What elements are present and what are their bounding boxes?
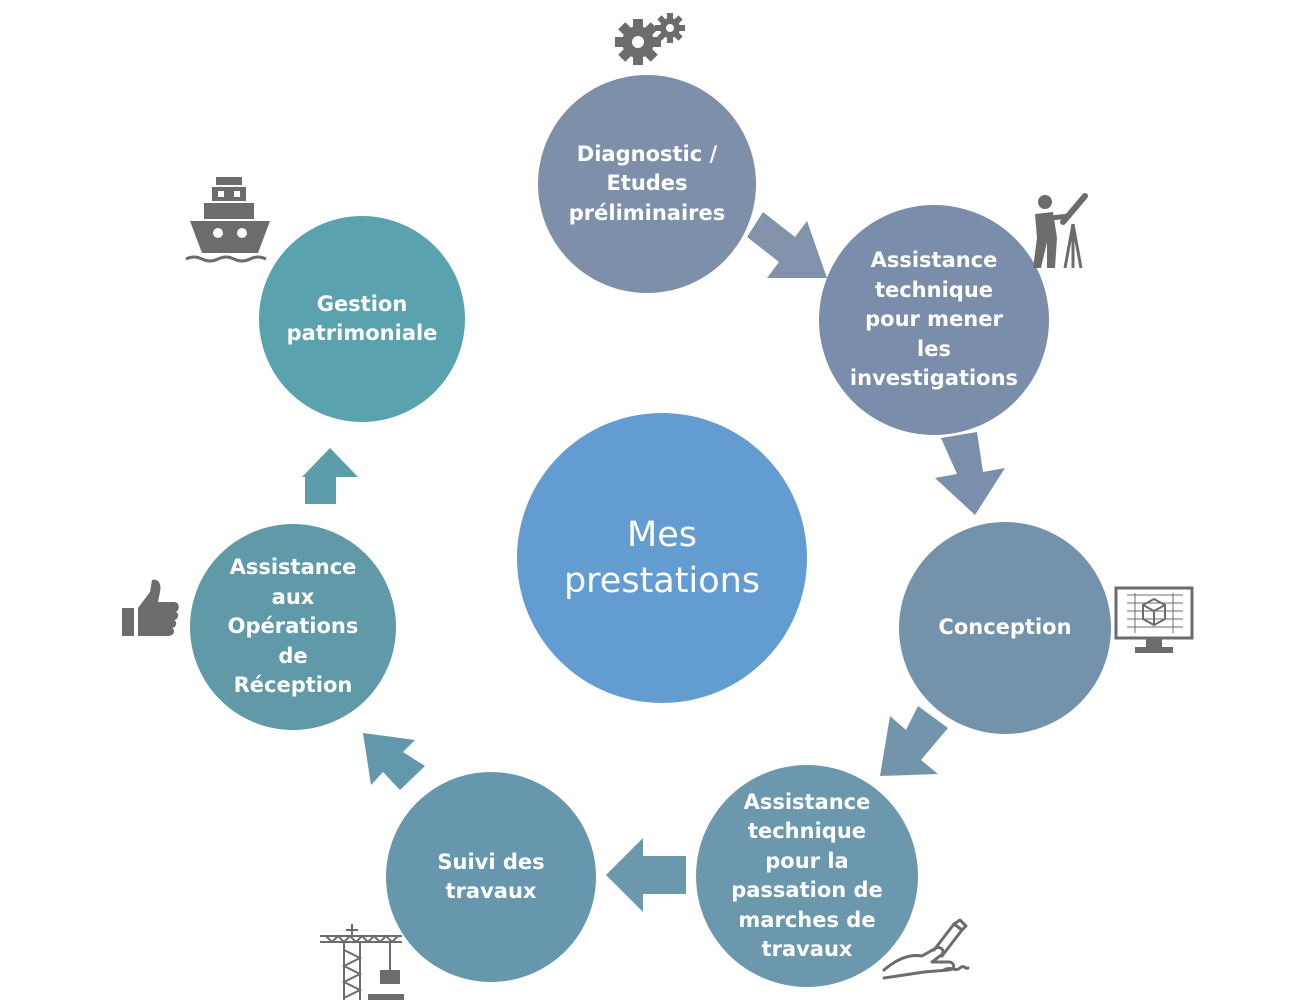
step-passation: Assistance technique pour la passation d… xyxy=(696,765,918,987)
step-label: Conception xyxy=(938,615,1072,640)
arrow-conception-to-passation xyxy=(880,706,948,776)
step-label: Diagnostic / Etudes préliminaires xyxy=(568,141,726,225)
step-label: Gestion patrimoniale xyxy=(286,291,438,346)
step-label: Assistance technique pour mener les inve… xyxy=(849,248,1019,391)
thumbs-up-icon xyxy=(122,579,179,636)
arrow-reception-to-gestion xyxy=(302,448,358,504)
arrow-diagnostic-to-investigations xyxy=(747,212,827,278)
step-diagnostic: Diagnostic / Etudes préliminaires xyxy=(538,75,756,293)
step-investigations: Assistance technique pour mener les inve… xyxy=(819,205,1049,435)
crane-icon xyxy=(320,924,404,1000)
step-suivi: Suivi des travaux xyxy=(386,772,596,982)
step-reception: Assistance aux Opérations de Réception xyxy=(190,524,396,730)
monitor-cube-icon xyxy=(1114,586,1194,653)
arrow-suivi-to-reception xyxy=(363,733,425,790)
step-label: Suivi des travaux xyxy=(437,849,545,904)
step-gestion: Gestion patrimoniale xyxy=(259,216,465,422)
step-conception: Conception xyxy=(899,522,1111,734)
gears-icon xyxy=(615,13,685,65)
arrow-passation-to-suivi xyxy=(606,838,686,912)
center-node: Mes prestations xyxy=(517,413,807,703)
center-label: Mes prestations xyxy=(563,515,761,601)
ship-icon xyxy=(185,177,270,263)
hand-writing-icon xyxy=(882,918,970,980)
step-label: Assistance aux Opérations de Réception xyxy=(227,555,359,698)
surveyor-icon xyxy=(1033,193,1088,269)
step-label: Assistance technique pour la passation d… xyxy=(731,789,883,962)
arrow-investigations-to-conception xyxy=(935,432,1005,515)
